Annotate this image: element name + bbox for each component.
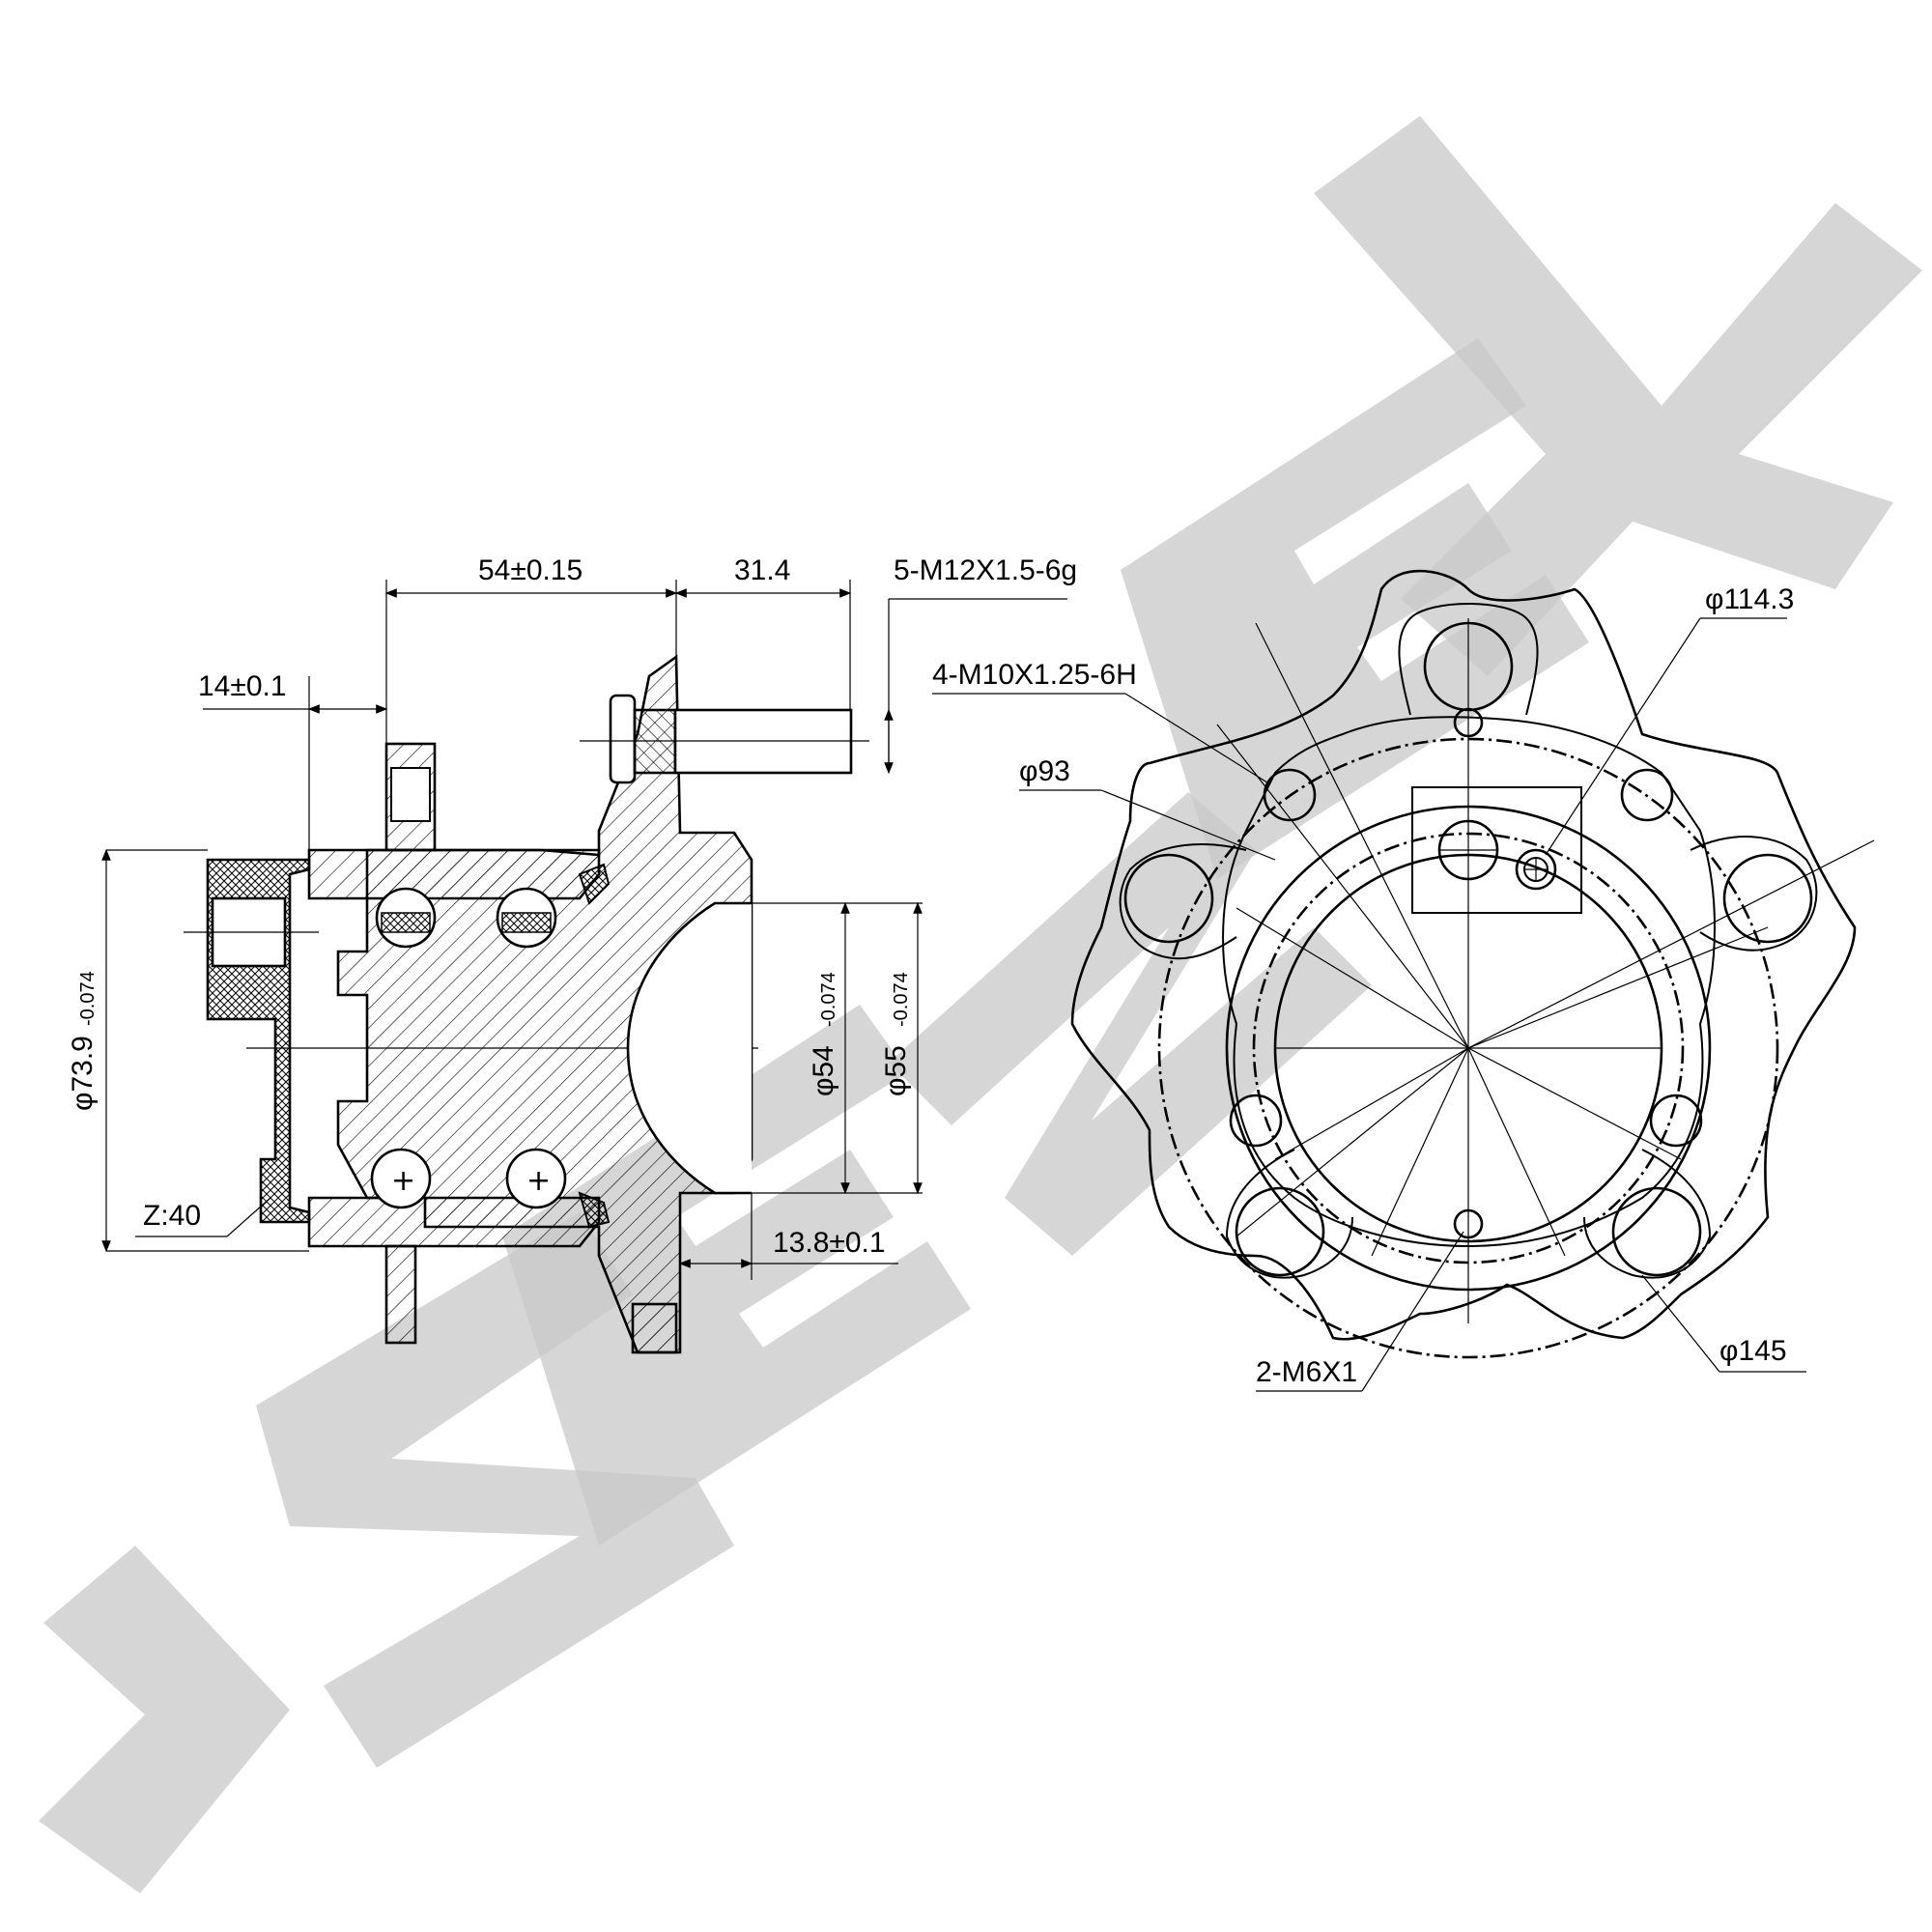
watermark-letter-e: [502, 1005, 971, 1546]
dim-label-73: φ73.9 -0.074: [67, 971, 99, 1111]
flange-ear-right: [1690, 836, 1818, 952]
dim-label-13: 13.8±0.1: [773, 1227, 886, 1259]
leader-114-diag: [1545, 617, 1701, 856]
section-view: + +: [67, 554, 1077, 1354]
stud-hole-bottom-right: [1611, 1186, 1702, 1277]
plus-mark-left: +: [391, 1164, 415, 1198]
bolt-hole-bottom-right: [1649, 1094, 1703, 1148]
construction-lines: [1216, 618, 1875, 1323]
svg-text:-0.074: -0.074: [77, 971, 99, 1026]
watermark-letter-n: [889, 792, 1372, 1256]
dim-label-m10: 4-M10X1.25-6H: [932, 659, 1137, 691]
flange-ear-top: [1398, 603, 1539, 716]
flange-foot-bottom: [631, 1302, 678, 1354]
leader-93-diag: [1100, 789, 1276, 861]
leader-m6-diag: [1361, 1231, 1464, 1392]
dim-label-z40: Z:40: [143, 1200, 201, 1232]
watermark-letter-z: [256, 1212, 734, 1768]
wheel-stud: [580, 694, 869, 784]
front-view: φ114.3 4-M10X1.25-6H φ93 2-M6X1 φ145: [932, 569, 1875, 1392]
dim-label-54: 54±0.15: [478, 554, 582, 586]
ball-bottom-right: [505, 1148, 567, 1209]
svg-text:φ54: φ54: [808, 1045, 839, 1096]
svg-text:-0.074: -0.074: [891, 972, 912, 1027]
sensor-pad: [1411, 786, 1582, 914]
ball-bottom-left: [370, 1148, 432, 1209]
leader-145-diag: [1641, 1274, 1720, 1373]
dim-label-114: φ114.3: [1705, 583, 1794, 615]
stud-hole-right: [1722, 853, 1813, 944]
sensor-screw: [1515, 848, 1557, 891]
watermark-chevron: [39, 1546, 290, 1893]
svg-text:φ73.9: φ73.9: [67, 1036, 99, 1111]
seal-top: [578, 863, 611, 905]
bolt-hole-bottom-left: [1229, 1094, 1283, 1148]
watermark-letter-e2: [1121, 338, 1589, 879]
flange-boss: [1222, 716, 1716, 1248]
svg-text:-0.074: -0.074: [818, 972, 839, 1027]
leader-m10-diag: [1124, 693, 1271, 785]
dim-label-55-dia: φ55 -0.074: [880, 972, 912, 1096]
dim-label-145: φ145: [1719, 1335, 1787, 1367]
dim-label-stud-thread: 5-M12X1.5-6g: [894, 554, 1077, 586]
dim-label-93: φ93: [1019, 755, 1070, 787]
watermark-logo: [39, 116, 1922, 1893]
bolt-hole-top-left: [1263, 768, 1317, 822]
outer-ring-bottom: [307, 1196, 601, 1248]
stud-hole-left: [1123, 853, 1214, 944]
z40-leader: [226, 1197, 271, 1237]
svg-text:φ55: φ55: [880, 1045, 912, 1096]
hub-bore: [626, 901, 752, 1195]
flange-ear-left: [1119, 843, 1247, 960]
dim-label-m6: 2-M6X1: [1256, 1356, 1357, 1388]
mount-tab-top-hole: [390, 767, 431, 822]
outer-ring-top: [307, 848, 601, 900]
watermark-letter-k: [1314, 116, 1922, 676]
bolt-hole-top-right: [1620, 768, 1674, 822]
dim-label-31: 31.4: [734, 554, 790, 586]
plus-mark-right: +: [526, 1164, 551, 1198]
seal-bottom: [578, 1191, 611, 1229]
flange-pcd-circle: [1157, 737, 1779, 1359]
dim-label-54-dia: φ54 -0.074: [808, 972, 839, 1096]
mount-tab-bottom: [384, 1244, 417, 1345]
flange-ear-bottom-right: [1583, 1149, 1712, 1279]
stud-hole-bottom-left: [1235, 1186, 1325, 1277]
dim-label-14: 14±0.1: [198, 670, 287, 702]
